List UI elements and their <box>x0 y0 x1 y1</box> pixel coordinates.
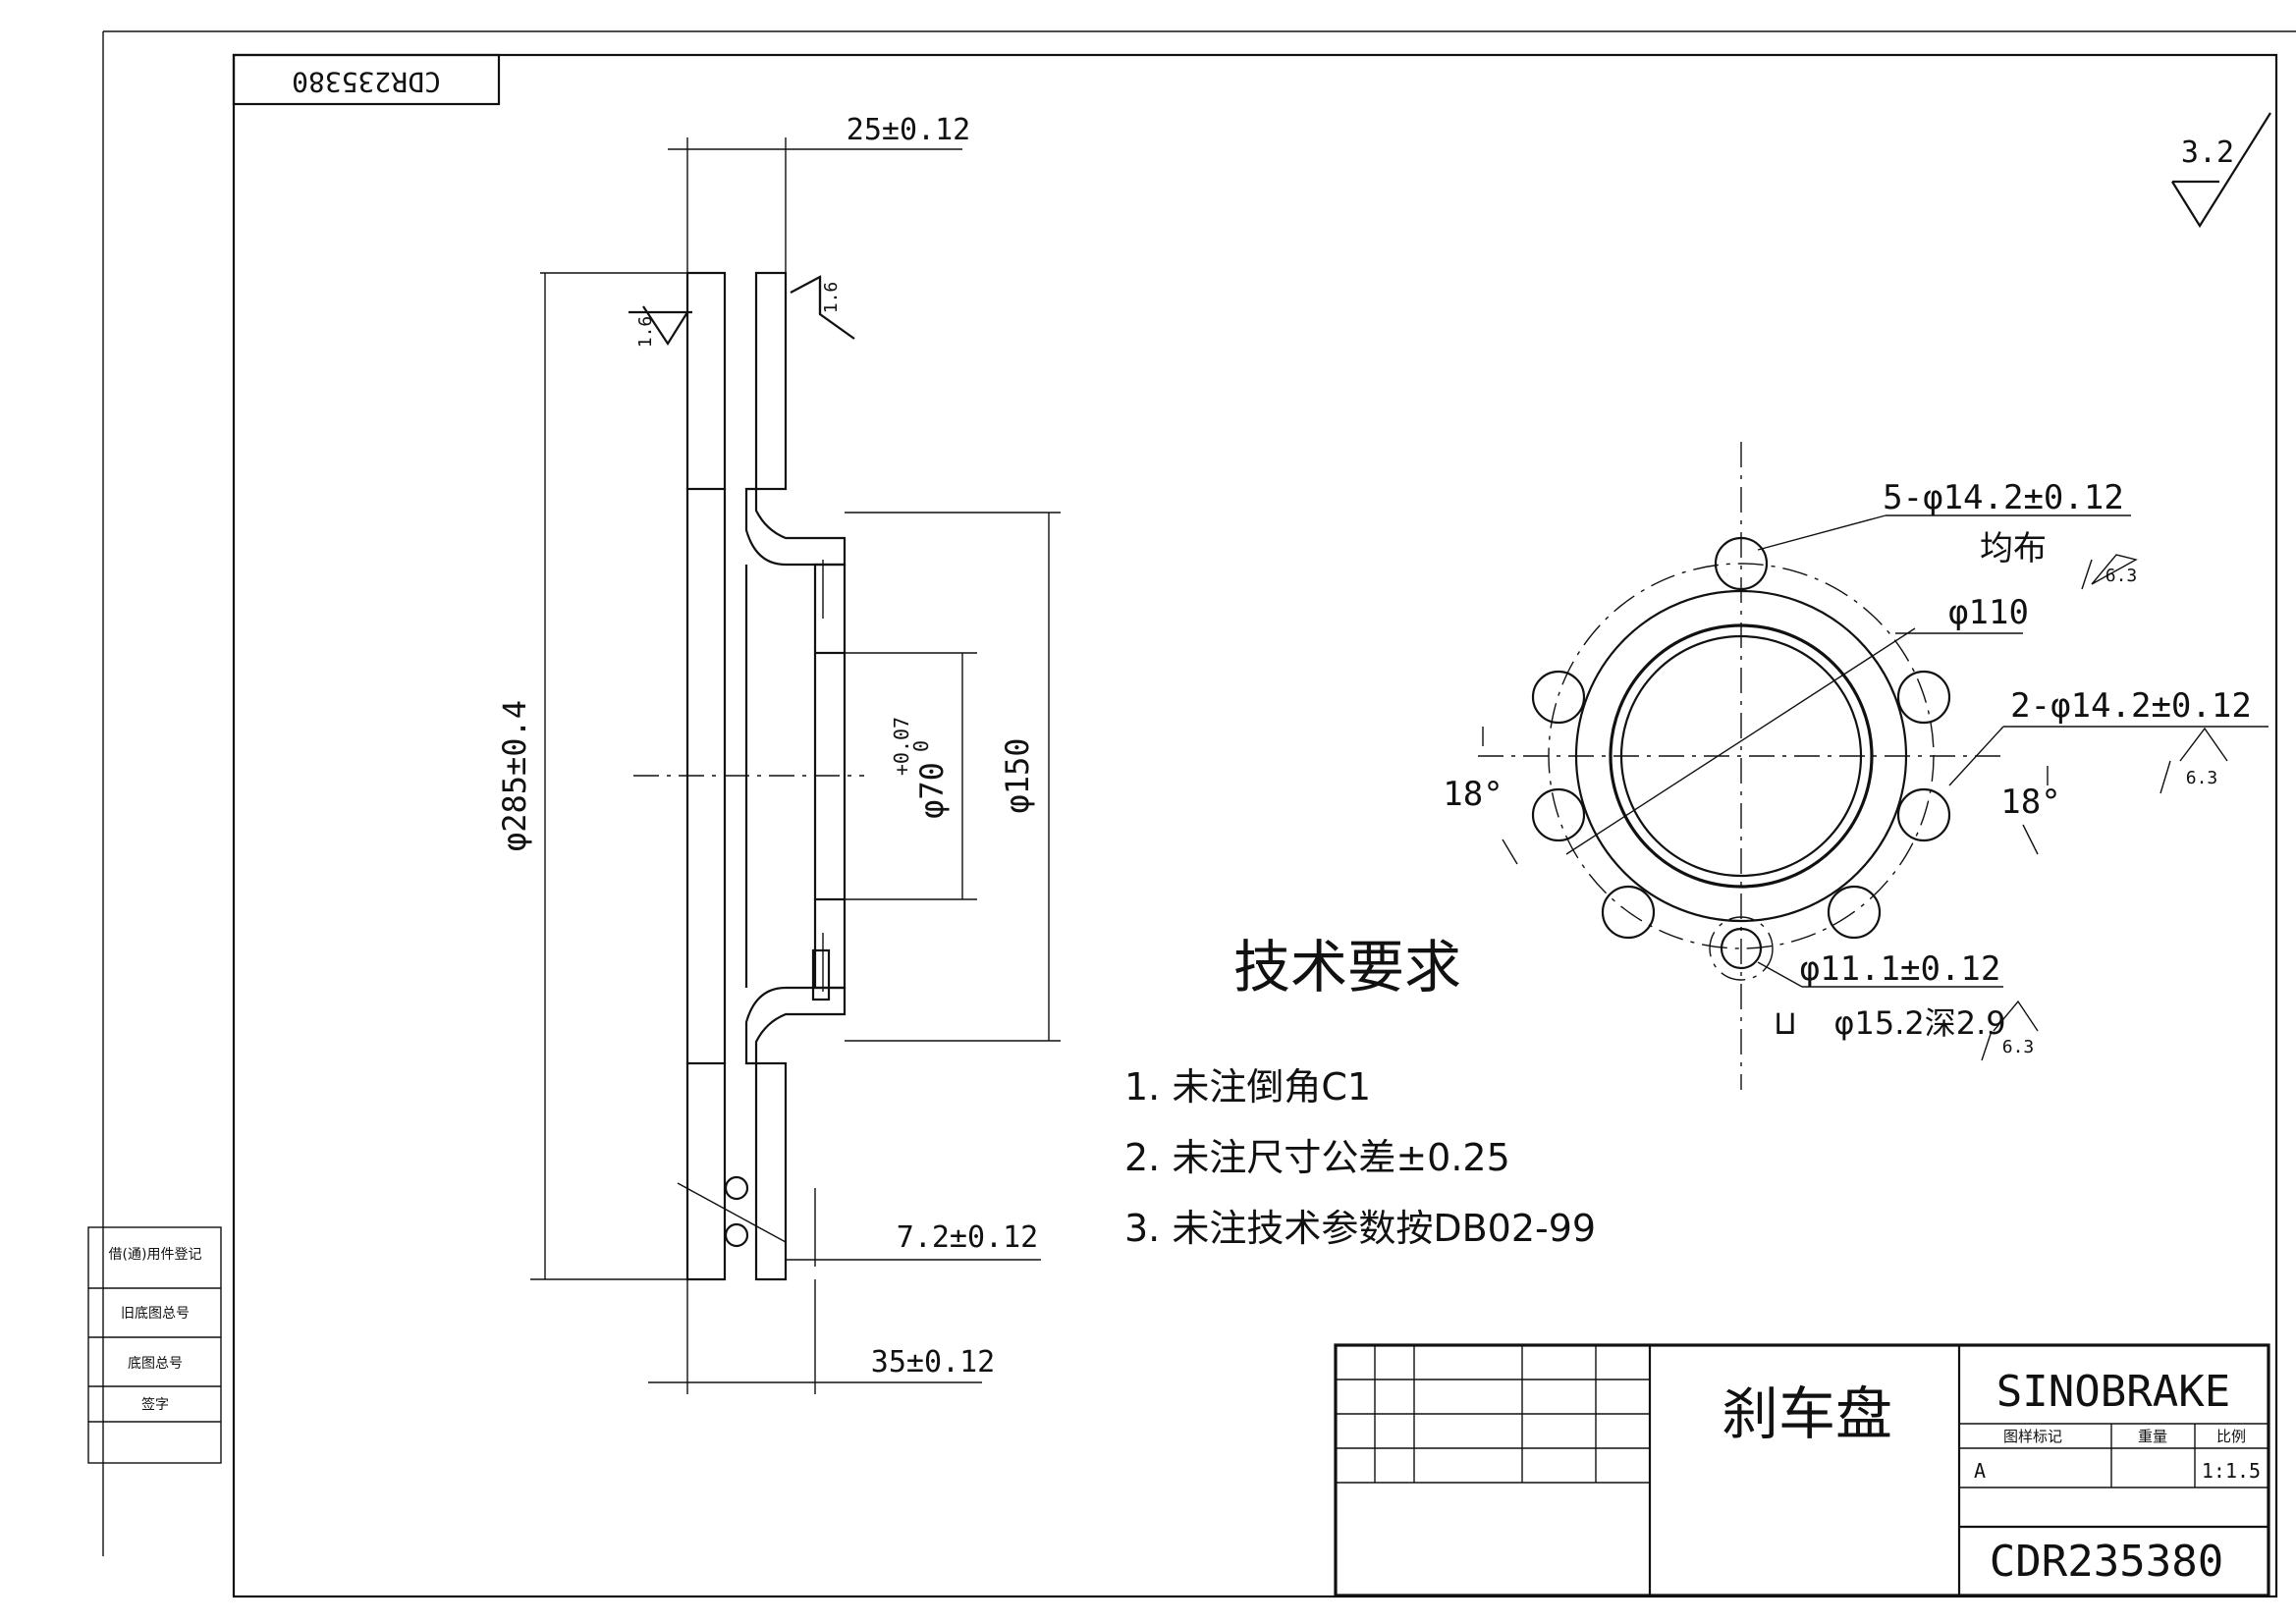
left-braking-plate-top <box>685 271 727 491</box>
requirements-title: 技术要求 <box>1233 934 1461 1001</box>
side-label-2: 旧底图总号 <box>121 1306 190 1322</box>
bolt-hole-1 <box>1714 536 1769 591</box>
general-roughness-symbol: 3.2 <box>2171 112 2271 229</box>
bolt-hole-4 <box>1601 885 1656 940</box>
callout-locating-holes-roughness: 6.3 <box>2186 768 2218 788</box>
hub-bolt-hole-section <box>811 948 831 1001</box>
company-name: SINOBRAKE <box>1996 1367 2230 1417</box>
angle-right: 18° <box>2000 783 2060 822</box>
dim-center-bore: φ70 <box>913 762 951 819</box>
part-name: 刹车盘 <box>1722 1380 1892 1447</box>
hub-outer-circle <box>1574 589 1908 923</box>
requirement-item-1: 1. 未注倒角C1 <box>1124 1065 1371 1109</box>
dim-center-bore-lower: 0 <box>909 740 933 752</box>
bolt-hole-3 <box>1827 885 1882 940</box>
callout-counterbore-roughness: 6.3 <box>2002 1037 2035 1057</box>
locating-hole-2 <box>1896 787 1951 842</box>
drawing-frame <box>102 30 2296 1598</box>
general-roughness-value: 3.2 <box>2181 135 2234 170</box>
rotor-roughness-left: 1.6 <box>635 316 656 349</box>
dim-hub-diameter: φ150 <box>999 737 1036 813</box>
callout-counterbore-symbol: ⊔ <box>1776 1003 1795 1043</box>
disc-front-view <box>1478 442 2049 1090</box>
side-label-4: 签字 <box>141 1396 169 1413</box>
dim-outer-diameter: φ285±0.4 <box>496 700 533 851</box>
top-drawing-number-box: CDR235380 <box>232 53 501 106</box>
right-braking-plate-bottom <box>754 1061 788 1281</box>
hub-flange-top <box>744 487 847 567</box>
rotor-roughness-symbols: 1.6 1.6 <box>629 275 855 349</box>
side-label-1: 借(通)用件登记 <box>109 1247 202 1263</box>
header-weight: 重量 <box>2138 1428 2167 1445</box>
requirement-item-2: 2. 未注尺寸公差±0.25 <box>1124 1136 1510 1179</box>
technical-requirements: 技术要求 1. 未注倒角C1 2. 未注尺寸公差±0.25 3. 未注技术参数按… <box>1124 934 1596 1250</box>
section-dimensions: 25±0.12 φ285±0.4 φ150 φ70 +0.07 0 7.2±0.… <box>496 113 1061 1394</box>
header-mark: 图样标记 <box>2003 1428 2062 1445</box>
hub-face-upper <box>813 563 847 655</box>
center-bore-outer-circle <box>1609 623 1874 889</box>
bolt-hole-5 <box>1531 670 1586 725</box>
dim-center-bore-upper: +0.07 <box>890 717 913 776</box>
vent-hole-2 <box>724 1222 749 1248</box>
locating-hole-1 <box>1531 787 1586 842</box>
dim-overall-height: 35±0.12 <box>871 1345 995 1380</box>
right-braking-plate-top <box>754 271 788 491</box>
scale-value: 1:1.5 <box>2202 1459 2261 1483</box>
callout-pcd: φ110 <box>1948 593 2029 632</box>
header-scale: 比例 <box>2216 1428 2246 1445</box>
angle-left: 18° <box>1443 775 1503 814</box>
rotor-roughness-right: 1.6 <box>821 282 842 314</box>
vent-hole-1 <box>724 1175 749 1201</box>
title-block: 刹车盘 SINOBRAKE 图样标记 重量 比例 A 1:1.5 CDR2353… <box>1334 1343 2270 1597</box>
side-registration-table: 借(通)用件登记 旧底图总号 底图总号 签字 <box>87 1226 222 1464</box>
bolt-hole-2 <box>1896 670 1951 725</box>
screw-hole <box>1720 927 1763 970</box>
callout-locating-holes: 2-φ14.2±0.12 <box>2010 686 2252 726</box>
top-drawing-number: CDR235380 <box>292 66 441 98</box>
counterbore-circle <box>1709 916 1774 981</box>
side-label-3: 底图总号 <box>128 1356 183 1372</box>
front-view-callouts: 5-φ14.2±0.12 均布 6.3 φ110 2-φ14.2±0.12 6.… <box>1443 478 2269 1061</box>
callout-screw-hole: φ11.1±0.12 <box>1800 949 2001 989</box>
dim-thickness: 25±0.12 <box>847 113 970 147</box>
callout-bolt-holes: 5-φ14.2±0.12 <box>1883 478 2124 517</box>
pitch-circle <box>1548 563 1935 949</box>
drawing-number: CDR235380 <box>1990 1537 2223 1587</box>
requirement-item-3: 3. 未注技术参数按DB02-99 <box>1124 1207 1596 1250</box>
border-rectangle <box>232 53 2278 1598</box>
disc-section-view <box>633 271 864 1281</box>
title-block-mark: A <box>1974 1459 1986 1483</box>
callout-counterbore: φ15.2深2.9 <box>1833 1004 2005 1042</box>
callout-bolt-holes-roughness: 6.3 <box>2105 566 2138 586</box>
callout-bolt-holes-note: 均布 <box>1980 529 2047 568</box>
left-braking-plate-bottom <box>685 1061 727 1281</box>
center-bore-inner-circle <box>1619 634 1863 878</box>
dim-hub-offset: 7.2±0.12 <box>897 1220 1039 1255</box>
